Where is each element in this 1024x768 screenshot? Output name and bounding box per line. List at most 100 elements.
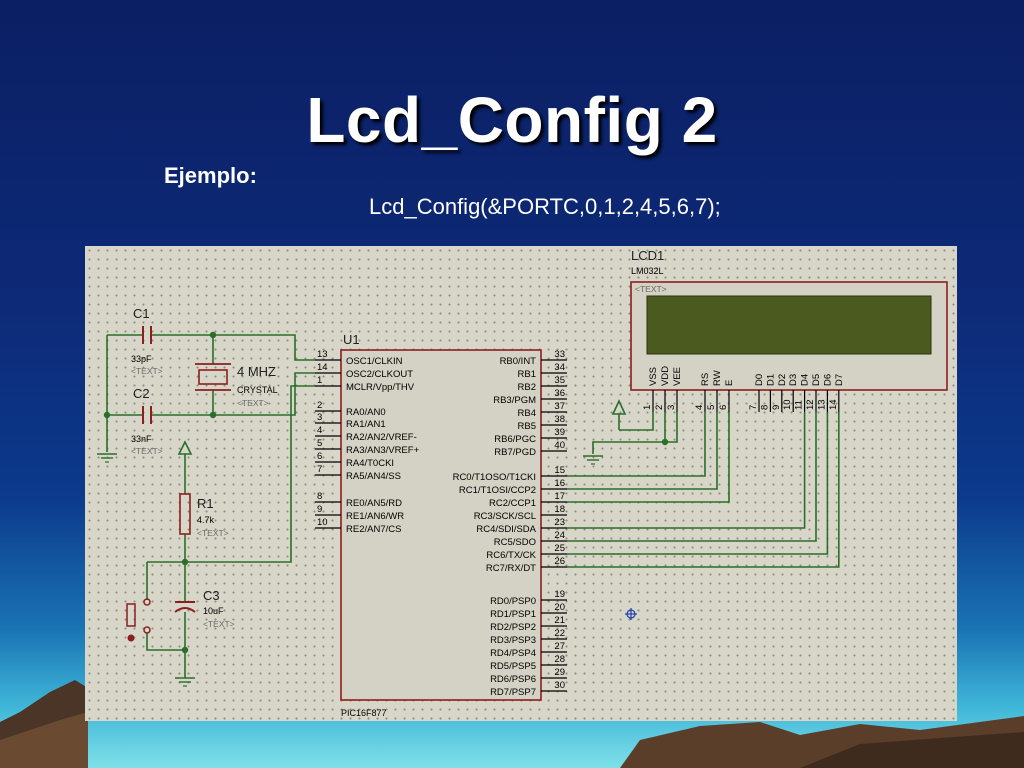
junction-dot: [103, 411, 111, 419]
osc2-wire: [213, 372, 315, 416]
mcu-pin-name: RD3/PSP3: [490, 635, 536, 646]
lcd-pin-name: RS: [700, 373, 711, 386]
lcd-pin-name: D1: [765, 374, 776, 386]
mcu-pin-number: 3: [317, 412, 322, 423]
r1-value: 4.7k: [197, 515, 215, 525]
mcu-pin-number: 19: [554, 589, 565, 600]
c2-value: 33nF: [131, 434, 152, 444]
mcu-pin-number: 35: [554, 375, 565, 386]
r1-tag: <TEXT>: [197, 528, 229, 538]
mcu-pin-name: RC6/TX/CK: [486, 550, 536, 561]
mcu-pin-number: 21: [554, 615, 565, 626]
mcu-pin-number: 26: [554, 556, 565, 567]
mcu-pin-name: RC4/SDI/SDA: [476, 524, 536, 535]
lcd-pin-name: D3: [788, 374, 799, 386]
mcu-pin-name: RB2: [518, 382, 536, 393]
c1-tag: <TEXT>: [131, 366, 163, 376]
lcd-pin-number: 9: [771, 405, 782, 410]
lcd-bus-wire: [567, 412, 706, 477]
lcd-pin-name: D6: [822, 374, 833, 386]
lcd-bus-wire: [567, 412, 718, 490]
mcu-pin-number: 40: [554, 440, 565, 451]
lcd-bus-wire: [567, 412, 817, 542]
mcu-pin-number: 20: [554, 602, 565, 613]
power-arrow: [611, 399, 627, 415]
mcu-pin-name: RC7/RX/DT: [486, 563, 536, 574]
mcu-pin-number: 29: [554, 667, 565, 678]
mcu-pin-number: 18: [554, 504, 565, 515]
mcu-pin-name: RD0/PSP0: [490, 596, 536, 607]
button-contact: [143, 626, 151, 634]
c1-ref: C1: [133, 306, 150, 321]
lcd-pin-number: 1: [642, 405, 653, 410]
mcu-pin-number: 1: [317, 375, 322, 386]
mcu-pin-name: RD7/PSP7: [490, 687, 536, 698]
mcu-part: PIC16F877: [341, 708, 387, 718]
c3-tag: <TEXT>: [203, 619, 235, 629]
crystal-part: CRYSTAL: [237, 385, 278, 395]
mcu-pin-name: OSC1/CLKIN: [346, 356, 403, 367]
mcu-pin-name: RD2/PSP2: [490, 622, 536, 633]
mcu-pin-number: 22: [554, 628, 565, 639]
crystal-body: [198, 369, 228, 385]
mcu-pin-number: 2: [317, 400, 322, 411]
mclr-wire: [147, 385, 315, 563]
mcu-pin-name: RB5: [518, 421, 536, 432]
mcu-pin-name: RC0/T1OSO/T1CKI: [453, 472, 536, 483]
lcd-pin-number: 14: [828, 399, 839, 410]
lcd-screen: [646, 295, 932, 355]
junction-dot: [181, 646, 189, 654]
mcu-pin-name: RC3/SCK/SCL: [474, 511, 536, 522]
mcu-pin-number: 33: [554, 349, 565, 360]
button-contact: [143, 598, 151, 606]
mcu-pin-name: RE1/AN6/WR: [346, 511, 404, 522]
lcd-bus-wire: [567, 412, 806, 529]
lcd-pin-name: D4: [800, 374, 811, 386]
mcu-pin-number: 4: [317, 425, 322, 436]
mcu-pin-name: RB6/PGC: [494, 434, 536, 445]
lcd-pin-number: 11: [794, 400, 805, 410]
lcd-pin-name: RW: [712, 370, 723, 386]
mcu-pin-name: RB3/PGM: [493, 395, 536, 406]
slide-title: Lcd_Config 2: [306, 83, 718, 156]
mcu-pin-number: 13: [317, 349, 328, 360]
mcu-pin-number: 38: [554, 414, 565, 425]
lcd-pin-number: 4: [694, 405, 705, 410]
mcu-pin-name: RB0/INT: [500, 356, 537, 367]
mcu-pin-number: 34: [554, 362, 565, 373]
lcd-part: LM032L: [631, 266, 664, 276]
lcd-pin-number: 6: [718, 405, 729, 410]
mcu-pin-number: 14: [317, 362, 328, 373]
osc1-wire: [213, 334, 315, 361]
c2-tag: <TEXT>: [131, 446, 163, 456]
mcu-pin-number: 36: [554, 388, 565, 399]
mcu-pin-name: RC1/T1OSI/CCP2: [459, 485, 536, 496]
button-body: [126, 603, 136, 627]
lcd-pin-number: 10: [782, 399, 793, 410]
c3-value: 10uF: [203, 606, 224, 616]
junction-dot: [209, 411, 217, 419]
mcu-pin-number: 9: [317, 504, 322, 515]
mcu-pin-number: 8: [317, 491, 322, 502]
mcu-pin-name: RD6/PSP6: [490, 674, 536, 685]
mcu-pin-name: RA0/AN0: [346, 407, 386, 418]
mcu-pin-name: RA4/T0CKI: [346, 458, 394, 469]
crystal-tag: <TEXT>: [237, 398, 269, 408]
components: [126, 281, 948, 701]
c2-osc-wire: [151, 390, 214, 416]
mcu-pin-number: 5: [317, 438, 322, 449]
mcu-pin-number: 16: [554, 478, 565, 489]
mcu-pin-name: RE0/AN5/RD: [346, 498, 402, 509]
lcd-bus-wire: [567, 412, 730, 503]
mcu-pin-number: 27: [554, 641, 565, 652]
c2-ref: C2: [133, 386, 150, 401]
lcd-pin-number: 7: [748, 405, 759, 410]
junction-dot: [661, 438, 669, 446]
lcd-pin-number: 12: [805, 399, 816, 410]
mcu-pin-name: RB1: [518, 369, 536, 380]
lcd-pin-name: D5: [811, 374, 822, 386]
lcd-pin-number: 3: [666, 405, 677, 410]
c3-plate-curved: [174, 607, 196, 613]
